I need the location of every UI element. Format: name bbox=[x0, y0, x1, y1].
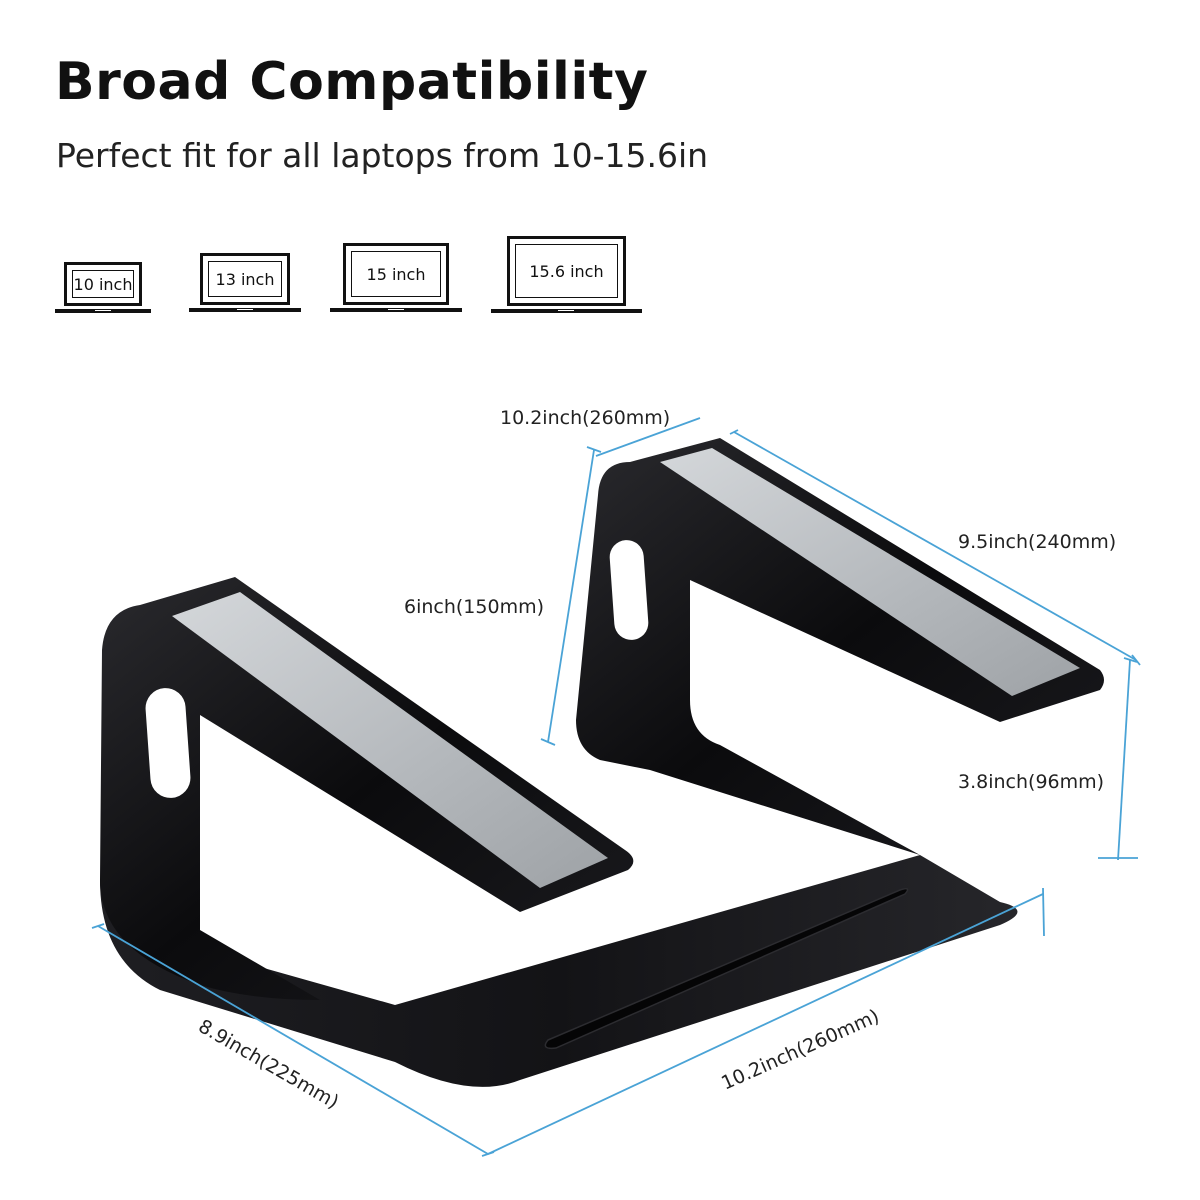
laptop-icon-15-6-inch: 15.6 inch bbox=[491, 236, 642, 316]
laptop-size-label: 10 inch bbox=[72, 270, 134, 298]
laptop-icon-13-inch: 13 inch bbox=[189, 253, 301, 314]
front-height-label: 3.8inch(96mm) bbox=[958, 771, 1104, 793]
stand-base-plate bbox=[100, 855, 1018, 1087]
page-title: Broad Compatibility bbox=[55, 52, 649, 112]
laptop-size-label: 15.6 inch bbox=[515, 244, 618, 298]
laptop-size-label: 15 inch bbox=[351, 251, 441, 297]
laptop-icon-15-inch: 15 inch bbox=[330, 243, 462, 315]
page-subtitle: Perfect fit for all laptops from 10-15.6… bbox=[56, 136, 709, 175]
top-depth-label: 9.5inch(240mm) bbox=[958, 531, 1116, 553]
stand-front-rail bbox=[100, 577, 634, 1000]
dimension-lines bbox=[91, 417, 1141, 1157]
stand-back-rail bbox=[576, 438, 1104, 855]
cutout-icon bbox=[609, 540, 649, 640]
top-width-label: 10.2inch(260mm) bbox=[500, 407, 670, 429]
base-width-label: 10.2inch(260mm) bbox=[718, 1005, 882, 1094]
cutout-icon bbox=[145, 688, 191, 798]
riser-height-label: 6inch(150mm) bbox=[404, 596, 544, 618]
laptop-size-label: 13 inch bbox=[208, 261, 282, 297]
laptop-icon-10-inch: 10 inch bbox=[55, 262, 151, 314]
